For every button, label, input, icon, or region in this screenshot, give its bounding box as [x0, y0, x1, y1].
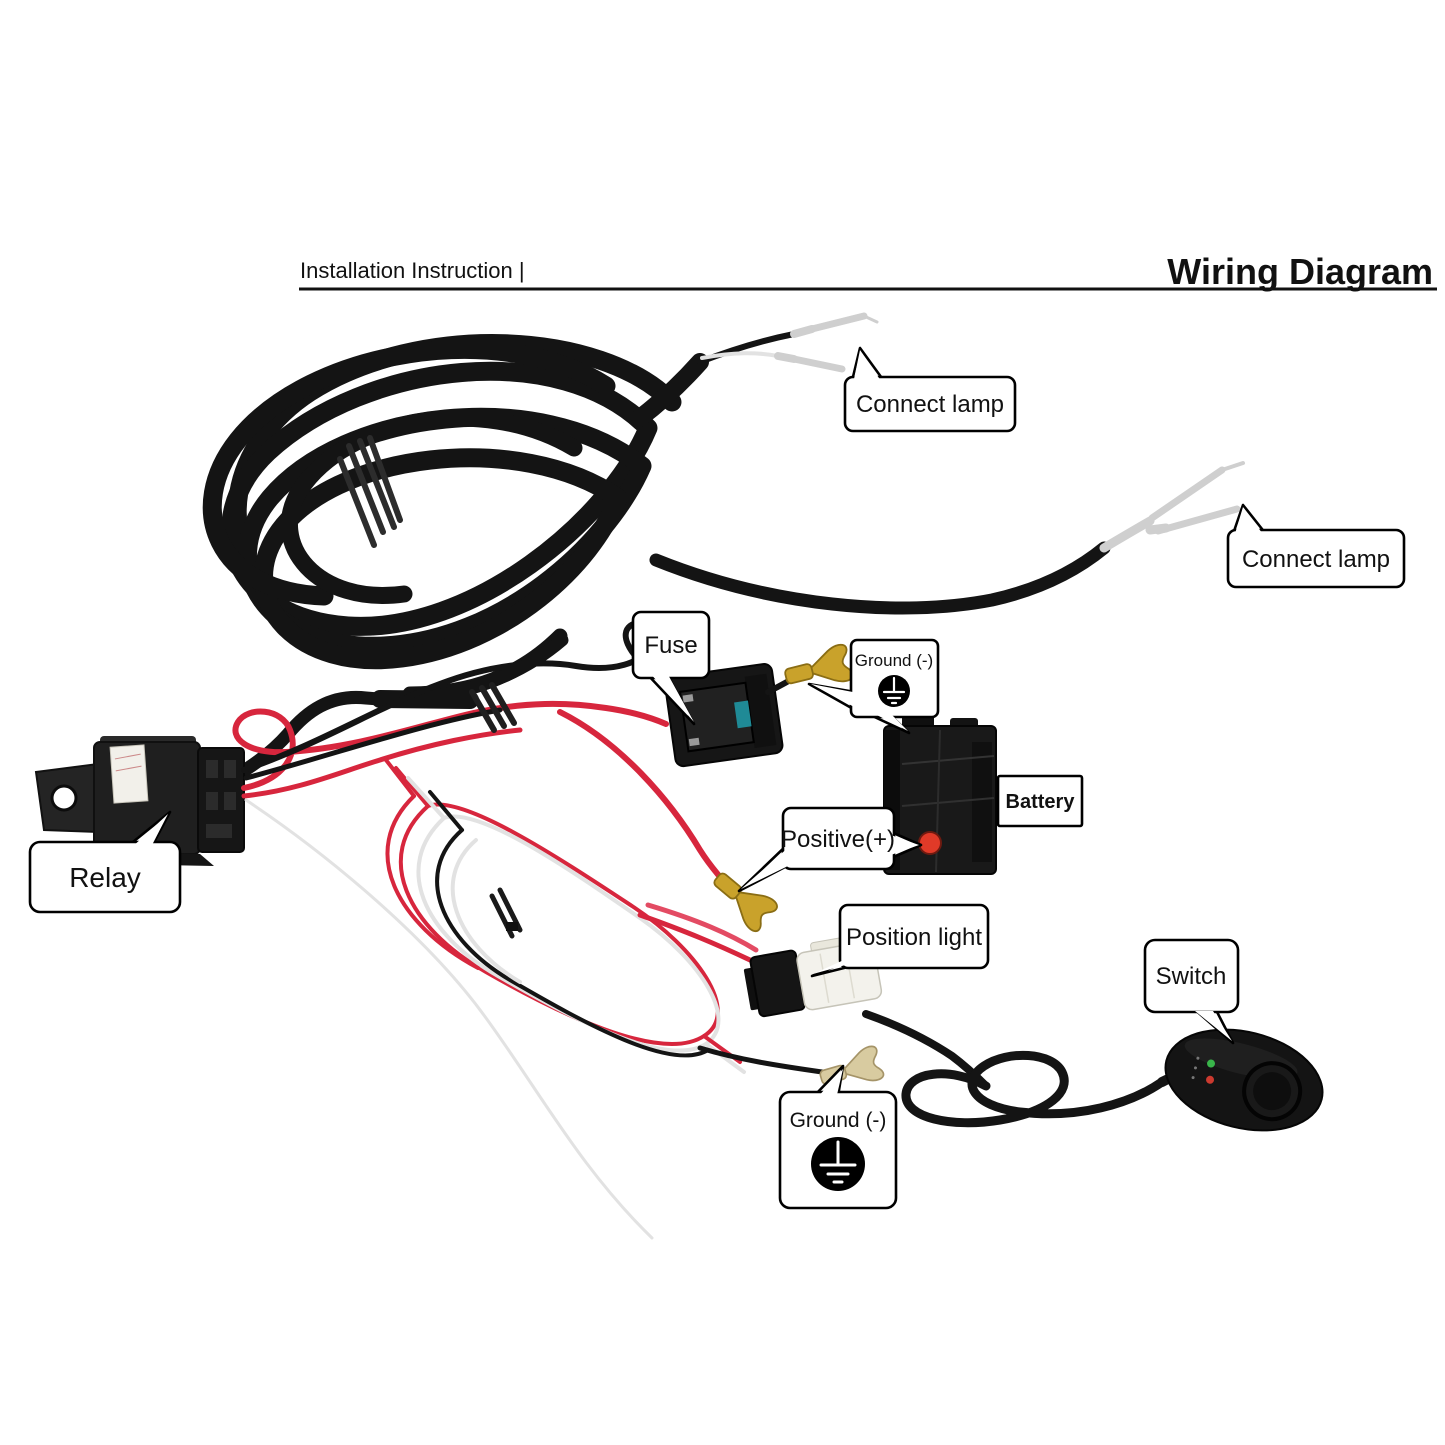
white-wire — [244, 798, 654, 1240]
page-title-right: Wiring Diagram — [1167, 251, 1433, 292]
relay-label: Relay — [69, 862, 141, 893]
fuse-holder-device — [664, 663, 784, 768]
switch-led-red — [1206, 1075, 1215, 1084]
earth-ground-icon — [878, 675, 910, 707]
relay-slot — [206, 792, 218, 810]
relay-slot — [224, 760, 236, 778]
spade-terminal-icon — [808, 312, 868, 333]
spade-terminal-icon — [790, 355, 846, 373]
callout-connect-lamp-1 — [843, 375, 1017, 433]
relay-to-fuse-wires — [232, 620, 675, 799]
coil-wrap-tie — [337, 435, 403, 548]
callouts: Connect lamp Connect lamp Fuse Ground (-… — [28, 346, 1406, 1210]
spade-terminal-icon — [1154, 505, 1241, 535]
switch-body — [1164, 1028, 1324, 1132]
shrink-tube — [371, 690, 479, 709]
connect-lamp-2-label: Connect lamp — [1242, 546, 1390, 573]
position-light-wire-bundle — [384, 758, 746, 1074]
spade-terminal-icon — [1148, 466, 1226, 522]
fuse-label: Fuse — [644, 632, 697, 659]
battery-device — [883, 708, 997, 875]
relay-slot — [206, 824, 232, 838]
relay-slot — [224, 792, 236, 810]
zip-tie — [489, 887, 523, 939]
battery-label: Battery — [1006, 791, 1076, 813]
harness-trunk-to-relay — [235, 633, 569, 779]
callout-switch — [1143, 938, 1240, 1014]
connect-lamp-1-label: Connect lamp — [856, 391, 1004, 418]
harness-photo — [34, 312, 1324, 1240]
position-light-label: Position light — [846, 924, 982, 951]
callout-relay — [28, 840, 182, 914]
positive-label: Positive(+) — [781, 826, 895, 853]
position-light-wire — [645, 902, 759, 953]
callout-fuse — [631, 610, 711, 680]
main-harness-coil — [202, 334, 682, 702]
ground-top-label: Ground (-) — [855, 651, 933, 670]
battery-positive-post — [918, 831, 942, 855]
relay-slot — [206, 760, 218, 778]
switch-device — [1164, 1028, 1324, 1132]
callout-battery — [996, 774, 1084, 828]
callout-position-light — [838, 903, 990, 970]
relay-label-sticker — [109, 744, 149, 804]
switch-led-green — [1207, 1059, 1216, 1068]
switch-label: Switch — [1156, 963, 1227, 990]
wire-tie — [469, 682, 517, 733]
page-header: Installation Instruction | Wiring Diagra… — [299, 251, 1437, 292]
positive-feed-wire — [557, 709, 727, 885]
lamp-lead-top — [631, 312, 879, 427]
relay-device — [34, 736, 245, 866]
ground-bottom-wire — [697, 1045, 825, 1075]
callout-connect-lamp-2 — [1226, 528, 1406, 589]
relay-mount-hole — [50, 784, 78, 812]
ground-bottom-label: Ground (-) — [790, 1109, 887, 1132]
blade-fuse — [734, 700, 752, 729]
lamp-lead-right — [649, 461, 1245, 615]
position-light-wire — [637, 912, 753, 963]
page-title-left: Installation Instruction | — [300, 258, 525, 283]
earth-ground-icon — [811, 1137, 865, 1191]
switch-cord — [862, 1010, 1191, 1128]
